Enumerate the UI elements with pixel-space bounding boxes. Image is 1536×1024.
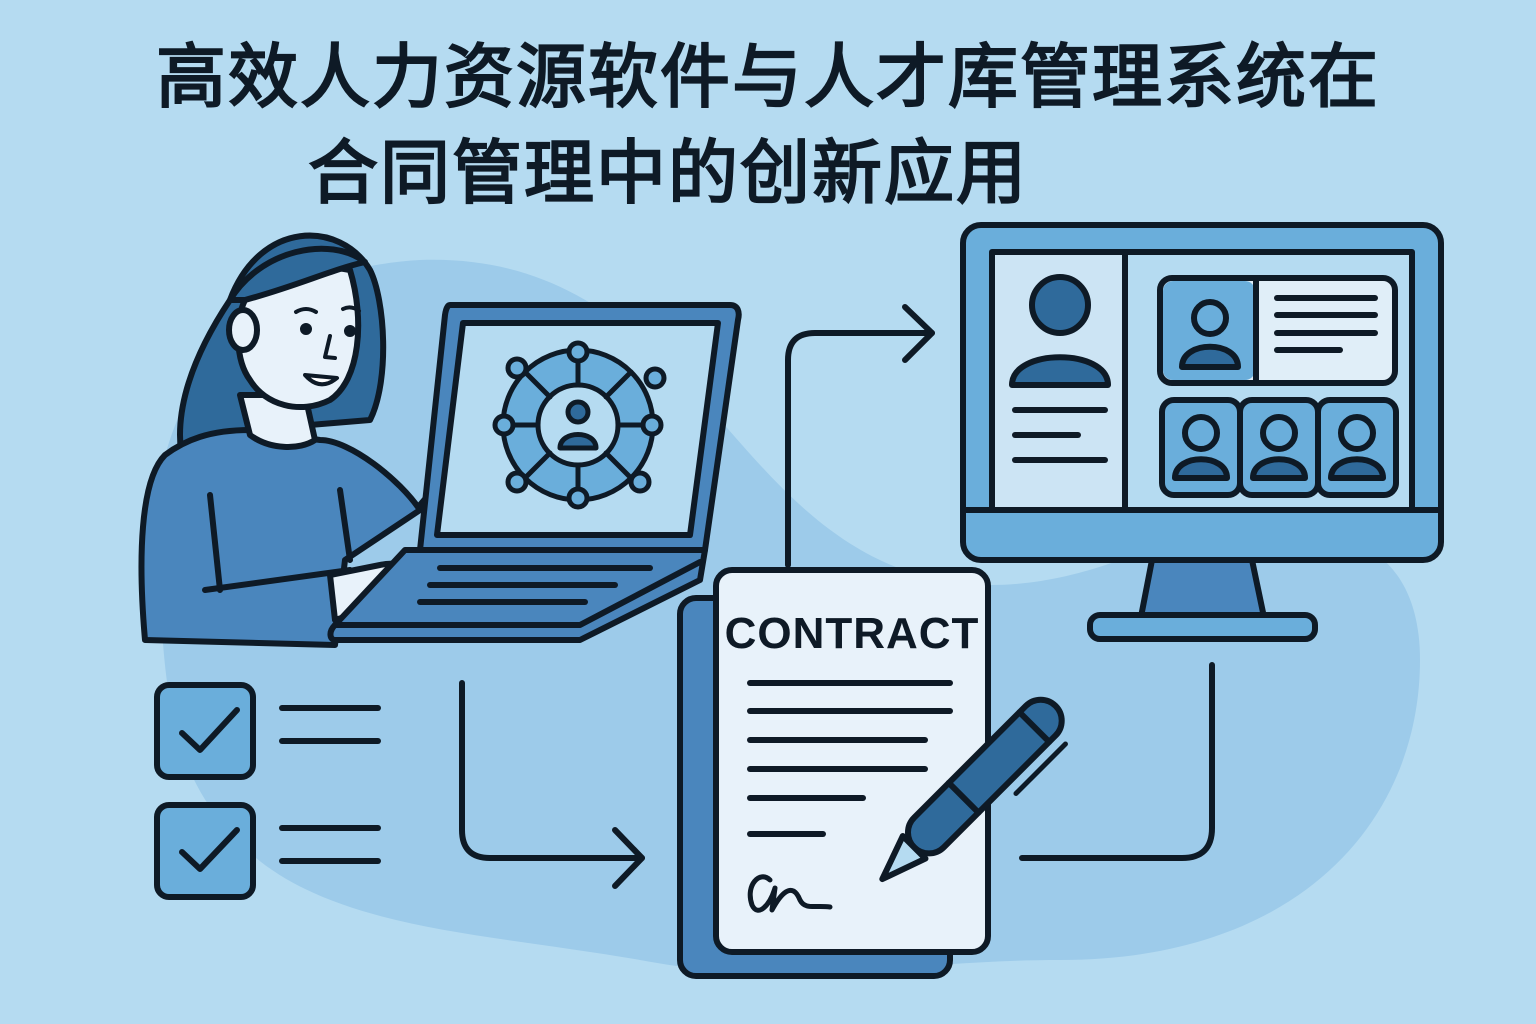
signature: [747, 874, 833, 913]
profile-thumbnail-3: [1315, 397, 1399, 498]
arrow-checklist-to-contract: [459, 680, 645, 861]
page-title-line-1: 高效人力资源软件与人才库管理系统在: [156, 36, 1380, 118]
talent-network-icon: [492, 340, 667, 510]
page-title-line-2: 合同管理中的创新应用: [308, 132, 1028, 214]
checkbox-item-1: [154, 682, 381, 780]
checkbox-item-2: [154, 802, 381, 900]
desktop-monitor: [960, 222, 1444, 642]
fountain-pen-icon: [879, 696, 1068, 883]
arrow-contract-to-monitor: [785, 330, 935, 568]
profile-card-featured: [1157, 275, 1398, 386]
checkbox-checked-icon: [154, 802, 256, 900]
profile-thumbnail-2: [1237, 397, 1321, 498]
connector-monitor-to-contract: [1019, 662, 1215, 861]
profile-thumbnail-1: [1159, 397, 1243, 498]
profile-card-main: [1009, 274, 1111, 463]
contract-label: CONTRACT: [725, 609, 980, 658]
checklist: [154, 682, 381, 900]
flow-arrows: [459, 304, 1215, 889]
checkbox-checked-icon: [154, 682, 256, 780]
